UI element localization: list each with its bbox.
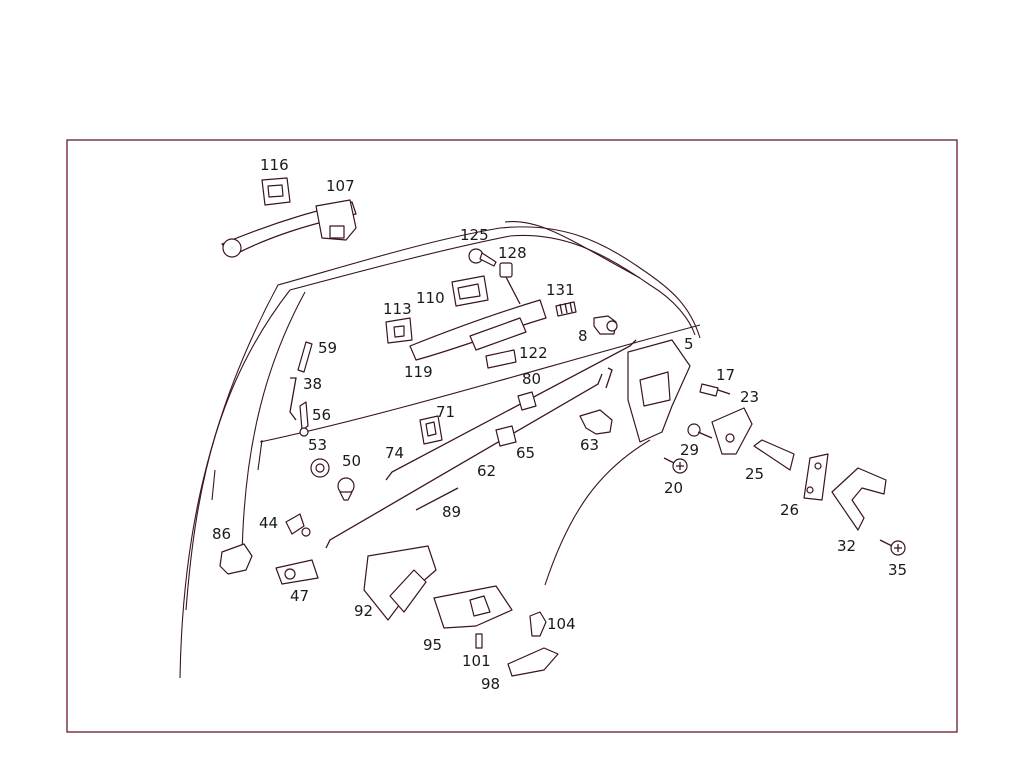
- part-113: [385, 317, 413, 344]
- callout-125: 125: [460, 226, 489, 244]
- part-119: [409, 299, 547, 361]
- callout-8: 8: [578, 327, 588, 345]
- callout-98: 98: [481, 675, 500, 693]
- callout-110: 110: [416, 289, 445, 307]
- callout-101: 101: [462, 652, 491, 670]
- part-92: [363, 545, 437, 621]
- part-5: [605, 339, 691, 443]
- callout-65: 65: [516, 444, 535, 462]
- callout-17: 17: [716, 366, 735, 384]
- callout-20: 20: [664, 479, 683, 497]
- callout-131: 131: [546, 281, 575, 299]
- callout-labels: 116 107 125 128 110 113 131 8 5 122 119 …: [212, 156, 907, 693]
- part-89: [415, 487, 459, 511]
- part-110: [451, 275, 489, 307]
- part-62: [325, 373, 603, 549]
- part-107: [221, 199, 357, 258]
- diagram-frame: [66, 139, 958, 733]
- callout-63: 63: [580, 436, 599, 454]
- callout-89: 89: [442, 503, 461, 521]
- part-95: [433, 585, 513, 629]
- part-38: [289, 377, 297, 421]
- callout-29: 29: [680, 441, 699, 459]
- callout-86: 86: [212, 525, 231, 543]
- callout-5: 5: [684, 335, 694, 353]
- callout-23: 23: [740, 388, 759, 406]
- part-50: [337, 477, 355, 501]
- part-44: [285, 513, 311, 537]
- callout-128: 128: [498, 244, 527, 262]
- part-25: [753, 439, 795, 471]
- callout-107: 107: [326, 177, 355, 195]
- part-63: [579, 409, 613, 435]
- callout-26: 26: [780, 501, 799, 519]
- part-26: [803, 453, 829, 501]
- callout-59: 59: [318, 339, 337, 357]
- part-122: [485, 349, 517, 369]
- part-104: [529, 611, 547, 637]
- part-131: [555, 301, 577, 317]
- part-8: [593, 315, 618, 335]
- part-47: [275, 559, 319, 585]
- part-116: [261, 177, 291, 206]
- callout-62: 62: [477, 462, 496, 480]
- callout-113: 113: [383, 300, 412, 318]
- callout-50: 50: [342, 452, 361, 470]
- part-80: [517, 391, 537, 411]
- part-23: [711, 407, 753, 455]
- callout-104: 104: [547, 615, 576, 633]
- callout-80: 80: [522, 370, 541, 388]
- part-71: [419, 415, 443, 445]
- part-98: [507, 647, 559, 677]
- callout-56: 56: [312, 406, 331, 424]
- part-53: [310, 458, 330, 478]
- part-20: [663, 457, 688, 474]
- part-35: [879, 539, 906, 556]
- callout-119: 119: [404, 363, 433, 381]
- callout-74: 74: [385, 444, 404, 462]
- part-128: [499, 262, 521, 305]
- callout-92: 92: [354, 602, 373, 620]
- part-56: [299, 401, 309, 437]
- callout-71: 71: [436, 403, 455, 421]
- part-32: [831, 467, 887, 531]
- callout-95: 95: [423, 636, 442, 654]
- part-59: [297, 341, 313, 373]
- door-outline: [179, 220, 701, 679]
- part-125: [468, 248, 497, 267]
- part-17: [699, 383, 731, 397]
- part-65: [495, 425, 517, 447]
- callout-38: 38: [303, 375, 322, 393]
- callout-44: 44: [259, 514, 278, 532]
- callout-122: 122: [519, 344, 548, 362]
- callout-35: 35: [888, 561, 907, 579]
- callout-25: 25: [745, 465, 764, 483]
- callout-53: 53: [308, 436, 327, 454]
- callout-47: 47: [290, 587, 309, 605]
- part-86: [219, 543, 253, 575]
- callout-116: 116: [260, 156, 289, 174]
- part-74: [385, 339, 637, 481]
- part-29: [687, 423, 713, 439]
- part-101: [475, 633, 483, 649]
- callout-32: 32: [837, 537, 856, 555]
